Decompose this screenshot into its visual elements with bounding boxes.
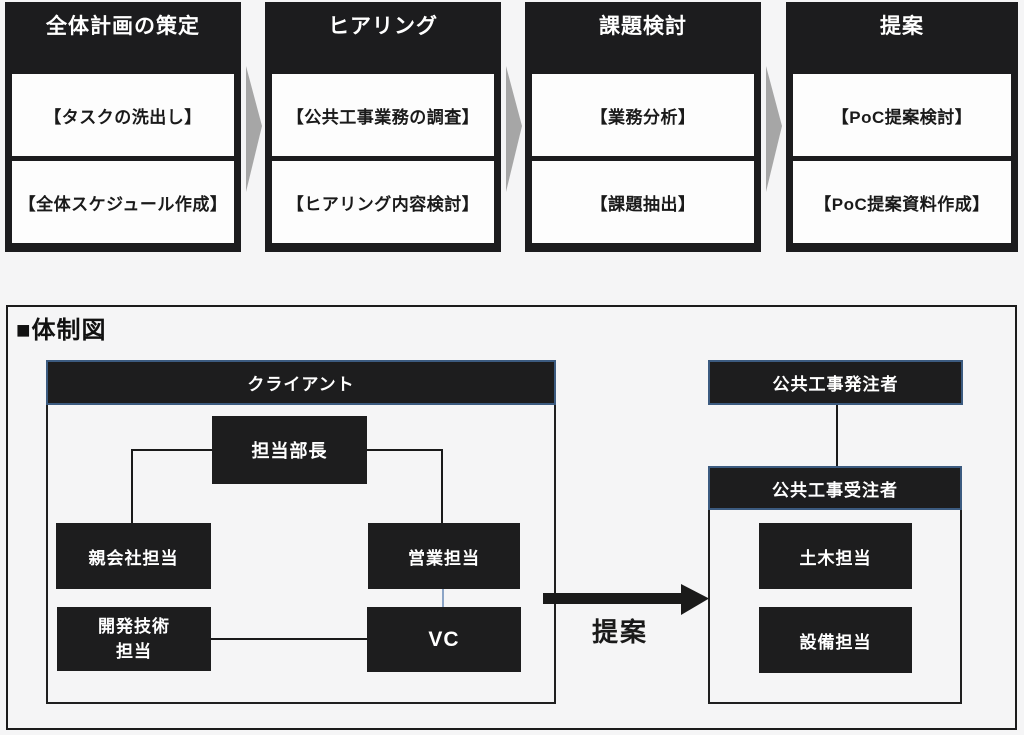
phase-task: 【公共工事業務の調査】 (272, 74, 494, 156)
proposal-arrow-icon (543, 584, 709, 615)
phase-task: 【PoC提案検討】 (793, 74, 1011, 156)
role-box-manager: 担当部長 (212, 416, 367, 484)
phase-task: 【PoC提案資料作成】 (793, 161, 1011, 243)
org-chart-title: ■体制図 (16, 317, 107, 344)
role-box-sales: 営業担当 (368, 523, 520, 589)
flow-arrow-icon (506, 66, 522, 192)
phase-title: 提案 (880, 15, 924, 38)
role-box-parent-company: 親会社担当 (56, 523, 211, 589)
role-box-dev-tech: 開発技術 担当 (57, 607, 211, 671)
phase-box-planning: 全体計画の策定 【タスクの洗出し】 【全体スケジュール作成】 (5, 2, 241, 252)
phase-task: 【全体スケジュール作成】 (12, 161, 234, 243)
phase-title: 課題検討 (599, 15, 687, 38)
phase-box-issues: 課題検討 【業務分析】 【課題抽出】 (525, 2, 761, 252)
phase-task: 【タスクの洗出し】 (12, 74, 234, 156)
role-box-equipment: 設備担当 (759, 607, 912, 673)
role-box-civil: 土木担当 (759, 523, 912, 589)
flow-arrow-icon (246, 66, 262, 192)
connector-line-blue (442, 589, 444, 607)
role-box-vc: VC (367, 607, 521, 672)
phase-task: 【課題抽出】 (532, 161, 754, 243)
proposal-arrow-label: 提案 (591, 617, 648, 647)
connector-line (211, 638, 367, 640)
phase-box-proposal: 提案 【PoC提案検討】 【PoC提案資料作成】 (786, 2, 1018, 252)
connector-line (131, 449, 133, 523)
connector-line (441, 449, 443, 523)
flow-arrow-icon (766, 66, 782, 192)
phase-task: 【ヒアリング内容検討】 (272, 161, 494, 243)
connector-line (836, 405, 838, 466)
client-group-header: クライアント (46, 360, 556, 405)
phase-box-hearing: ヒアリング 【公共工事業務の調査】 【ヒアリング内容検討】 (265, 2, 501, 252)
contractor-group-header: 公共工事受注者 (708, 466, 962, 510)
orderer-box: 公共工事発注者 (708, 360, 963, 405)
phase-title: 全体計画の策定 (46, 15, 200, 38)
phase-task: 【業務分析】 (532, 74, 754, 156)
phase-title: ヒアリング (328, 15, 438, 38)
